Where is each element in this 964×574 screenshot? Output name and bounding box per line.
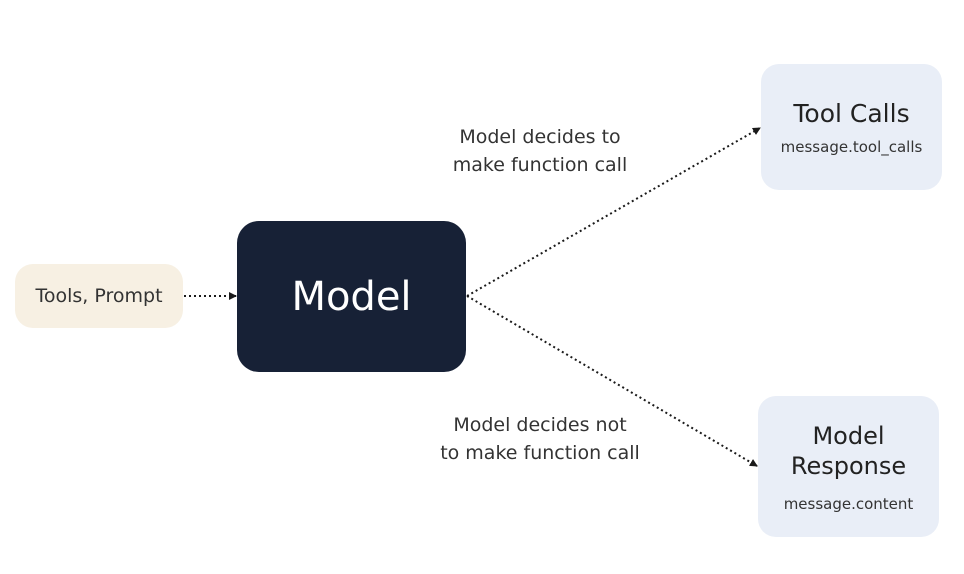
model-response-node: Model Response message.content [758,396,939,537]
arrow-model-to-tool-calls [466,127,761,297]
input-node: Tools, Prompt [15,264,183,328]
edge-label-no-function-call-line1: Model decides not [453,414,627,436]
edge-label-no-function-call: Model decides not to make function call [415,411,665,467]
edge-label-function-call-line1: Model decides to [459,126,621,148]
edge-label-function-call: Model decides to make function call [420,123,660,179]
edge-label-function-call-line2: make function call [452,154,628,176]
model-response-title: Model Response [791,421,906,481]
model-node-label: Model [291,273,412,320]
model-response-title-line2: Response [790,451,907,480]
tool-calls-subtitle: message.tool_calls [780,137,923,156]
model-response-subtitle: message.content [783,494,914,513]
tool-calls-title: Tool Calls [793,98,910,128]
model-response-title-line1: Model [812,421,885,450]
edge-label-no-function-call-line2: to make function call [440,442,640,464]
tool-calls-node: Tool Calls message.tool_calls [761,64,942,190]
input-node-label: Tools, Prompt [35,285,163,307]
arrow-model-to-response [466,295,758,467]
model-node: Model [237,221,466,372]
